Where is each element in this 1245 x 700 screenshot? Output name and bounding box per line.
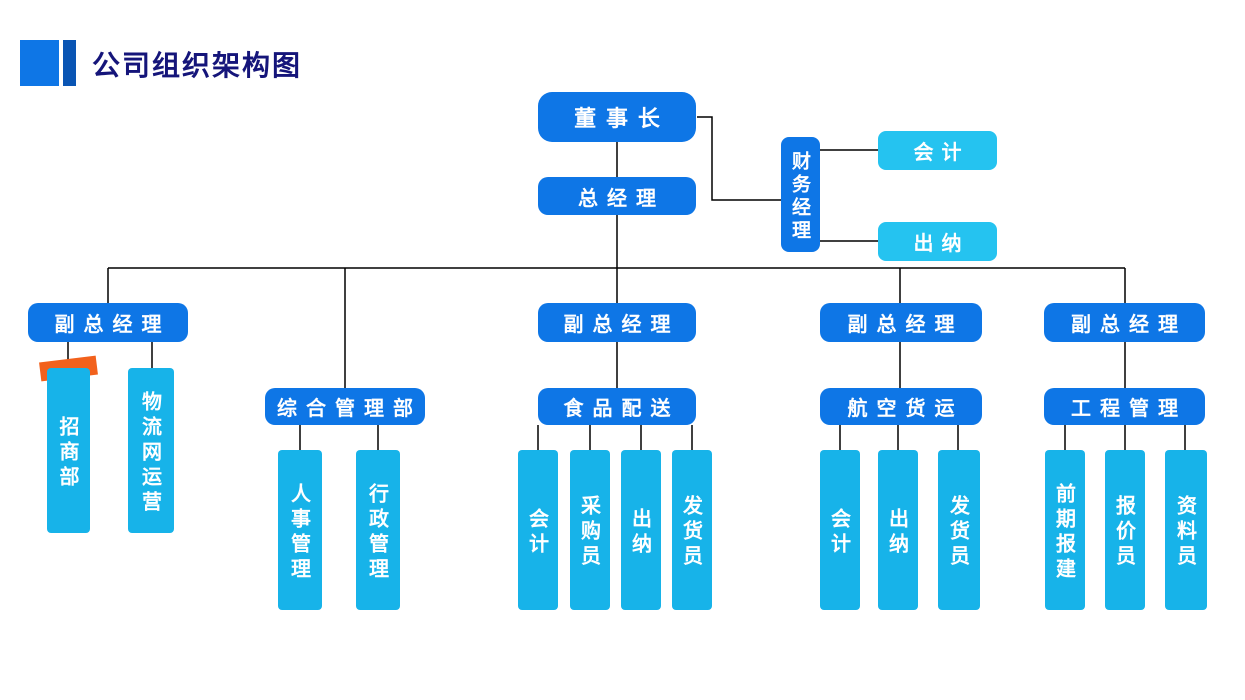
connector-path <box>67 116 1186 450</box>
node-admin-management: 行政管理 <box>356 450 400 610</box>
node-eng-quoter: 报价员 <box>1105 450 1145 610</box>
node-air-shipper: 发货员 <box>938 450 980 610</box>
node-food-accountant: 会计 <box>518 450 558 610</box>
node-finance-accountant: 会计 <box>878 131 997 170</box>
node-food-cashier: 出纳 <box>621 450 661 610</box>
logo-spine <box>63 40 76 86</box>
node-general-manager: 总经理 <box>538 177 696 215</box>
node-dept-engineering: 工程管理 <box>1044 388 1205 425</box>
node-dept-general-admin: 综合管理部 <box>265 388 425 425</box>
node-air-cashier: 出纳 <box>878 450 918 610</box>
page-title: 公司组织架构图 <box>92 49 303 82</box>
node-hr-management: 人事管理 <box>278 450 322 610</box>
node-eng-pre-construction: 前期报建 <box>1045 450 1085 610</box>
node-investment-dept: 招商部 <box>47 368 90 533</box>
node-food-buyer: 采购员 <box>570 450 610 610</box>
node-eng-documenter: 资料员 <box>1165 450 1207 610</box>
node-food-shipper: 发货员 <box>672 450 712 610</box>
logo-divider <box>59 40 63 86</box>
node-finance-manager: 财务经理 <box>781 137 820 252</box>
node-dept-food-delivery: 食品配送 <box>538 388 696 425</box>
node-vp-3: 副总经理 <box>820 303 982 342</box>
node-vp-4: 副总经理 <box>1044 303 1205 342</box>
node-vp-1: 副总经理 <box>28 303 188 342</box>
node-air-accountant: 会计 <box>820 450 860 610</box>
node-dept-air-freight: 航空货运 <box>820 388 982 425</box>
node-vp-2: 副总经理 <box>538 303 696 342</box>
logo-block <box>20 40 59 86</box>
node-chairman: 董事长 <box>538 92 696 142</box>
node-logistics-network: 物流网运营 <box>128 368 174 533</box>
company-logo-icon <box>20 40 76 86</box>
node-finance-cashier: 出纳 <box>878 222 997 261</box>
